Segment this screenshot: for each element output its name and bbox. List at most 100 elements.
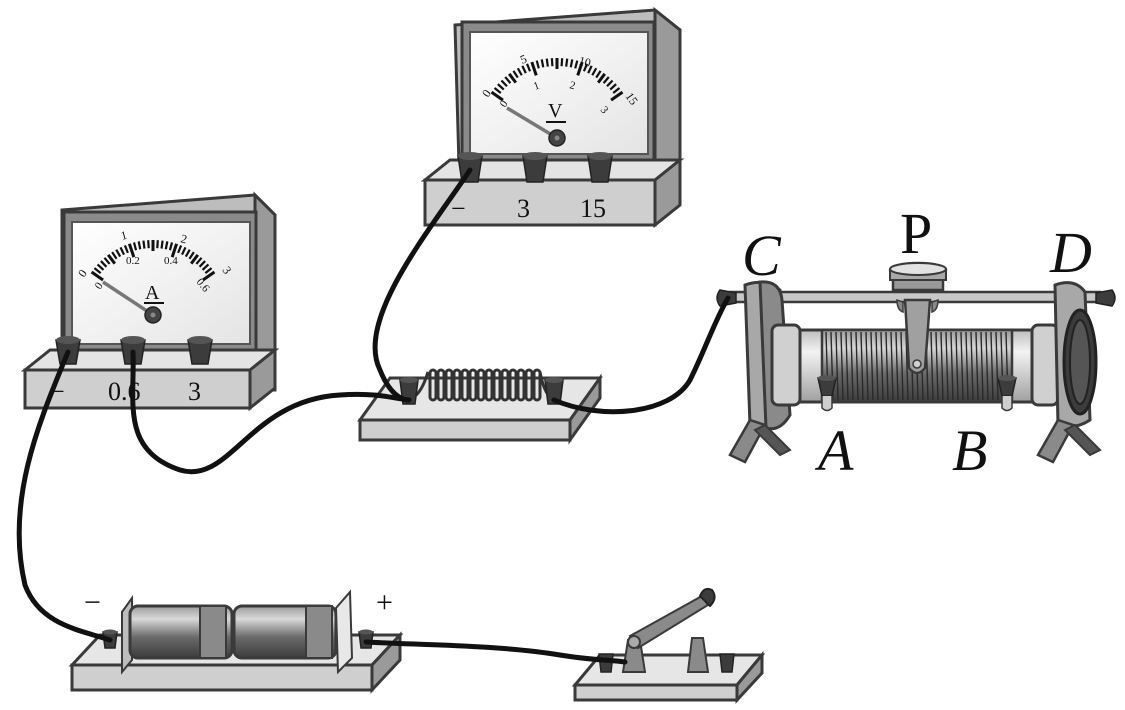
scale-tick <box>137 241 142 250</box>
scale-tick <box>127 243 136 258</box>
scale-tick <box>504 76 512 84</box>
voltmeter-terminal-3[interactable] <box>522 152 548 183</box>
scale-tick <box>493 87 502 94</box>
rheostat-terminal-B[interactable] <box>997 375 1017 412</box>
scale-tick <box>198 260 206 268</box>
voltmeter-lower-tick-label: 2 <box>568 79 576 92</box>
voltmeter-lower-tick-label: 1 <box>532 80 541 93</box>
ammeter-terminal-label: 3 <box>188 377 201 406</box>
switch-terminal-right[interactable] <box>719 653 735 673</box>
coil-turn <box>468 368 478 402</box>
scale-tick <box>160 240 164 249</box>
coil-turn <box>516 368 526 402</box>
battery-negative-label: − <box>84 586 101 619</box>
scale-tick <box>530 61 538 76</box>
scale-tick <box>595 70 602 79</box>
scale-tick <box>177 245 183 254</box>
winding-turn <box>940 331 944 401</box>
scale-tick <box>184 249 191 258</box>
ammeter-lower-tick-label: 0.4 <box>164 255 178 267</box>
scale-tick <box>100 260 108 268</box>
scale-tick <box>569 59 574 68</box>
voltmeter-terminal-label: − <box>451 194 466 223</box>
coil-turn <box>524 368 534 402</box>
scale-tick <box>582 63 588 72</box>
scale-tick <box>612 87 621 94</box>
scale-tick <box>576 61 584 76</box>
scale-tick <box>535 60 540 69</box>
winding-turn <box>995 331 999 401</box>
winding-turn <box>895 331 899 401</box>
scale-tick <box>190 253 199 265</box>
winding-turn <box>930 331 934 401</box>
voltmeter-unit-symbol: V <box>548 100 563 122</box>
scale-tick <box>188 251 195 260</box>
ammeter-face <box>71 221 251 345</box>
winding-turn <box>900 331 904 401</box>
ammeter-terminal-label: 0.6 <box>108 377 141 406</box>
scale-tick <box>526 63 532 72</box>
rheostat-label-D: D <box>1049 220 1092 285</box>
scale-tick <box>609 83 617 91</box>
scale-tick <box>204 267 213 274</box>
winding-turn <box>885 331 889 401</box>
scale-tick <box>587 65 593 74</box>
winding-turn <box>855 331 859 401</box>
ammeter-lower-tick-label: 0 <box>93 280 106 292</box>
rheostat-label-P: P <box>900 201 932 266</box>
wire-voltmeter-to-resistor <box>372 167 473 403</box>
switch-handle[interactable] <box>698 587 716 608</box>
scale-tick <box>107 253 116 265</box>
scale-tick <box>181 246 187 256</box>
voltmeter-upper-tick-label: 10 <box>577 53 592 70</box>
voltmeter-base-front <box>423 178 657 227</box>
scale-tick <box>591 67 598 76</box>
rheostat-terminal-D[interactable] <box>1095 289 1116 307</box>
coil-turn <box>484 368 494 402</box>
winding-turn <box>965 331 969 401</box>
ammeter-terminal-3[interactable] <box>187 336 213 365</box>
knife-switch[interactable] <box>571 587 766 704</box>
winding-turn <box>850 331 854 401</box>
voltmeter-terminal-15[interactable] <box>587 152 613 183</box>
rheostat-right-support <box>1030 281 1102 464</box>
ammeter-terminal-0.6[interactable] <box>120 336 146 365</box>
winding-turn <box>865 331 869 401</box>
scale-tick <box>574 60 579 69</box>
rheostat-label-A: A <box>814 418 854 483</box>
scale-tick <box>93 267 102 274</box>
scale-tick <box>597 72 606 84</box>
ammeter-needle <box>102 280 154 317</box>
ammeter-unit-symbol: A <box>145 282 160 304</box>
scale-tick <box>560 58 564 67</box>
rheostat-slider-P[interactable] <box>888 261 948 375</box>
wire-battery-to-switch <box>363 639 628 665</box>
scale-tick <box>142 240 146 249</box>
scale-tick <box>508 72 517 84</box>
winding-turn <box>980 331 984 401</box>
rheostat-label-B: B <box>952 418 987 483</box>
winding-turn <box>845 331 849 401</box>
coil-turn <box>444 368 454 402</box>
ammeter-lower-tick-label: 0.2 <box>126 255 140 267</box>
wire-resistor-to-rheostat <box>551 295 731 415</box>
winding-turn <box>890 331 894 401</box>
rheostat-terminal-A[interactable] <box>817 375 837 412</box>
winding-turn <box>955 331 959 401</box>
scale-tick <box>606 79 614 87</box>
scale-tick <box>96 263 105 271</box>
scale-tick <box>90 270 104 282</box>
voltmeter-lower-tick-label: 0 <box>498 98 511 110</box>
scale-tick <box>545 58 549 67</box>
coil-turn <box>452 368 462 402</box>
winding-turn <box>960 331 964 401</box>
battery-terminal-positive[interactable] <box>358 629 374 649</box>
scale-tick <box>550 58 554 67</box>
battery: − + <box>68 586 404 694</box>
coil-turn <box>500 368 510 402</box>
voltmeter-terminal-neg[interactable] <box>457 152 483 183</box>
wires <box>16 167 731 665</box>
scale-tick <box>103 257 111 265</box>
winding-turn <box>860 331 864 401</box>
